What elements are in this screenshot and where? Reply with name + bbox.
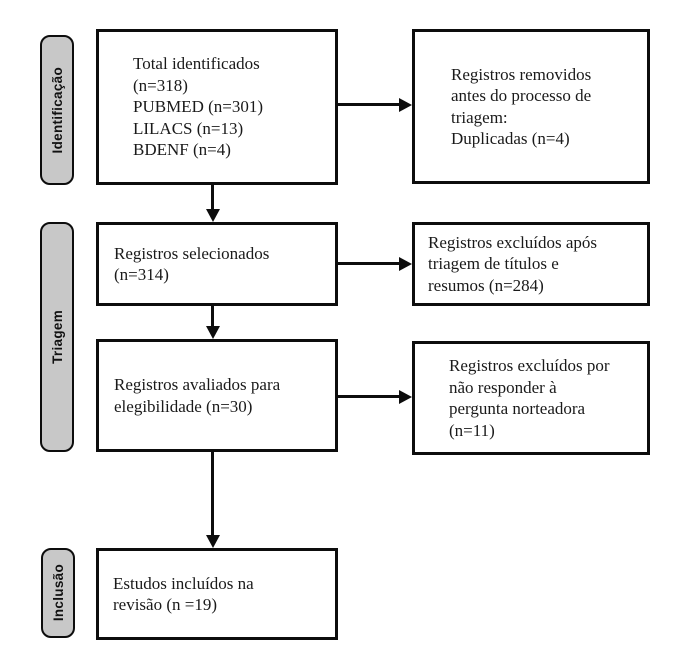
box-records-assessed-text: Registros avaliados para elegibilidade (… — [114, 375, 281, 416]
box-records-excluded-titles-text: Registros excluídos após triagem de títu… — [428, 232, 598, 295]
arrow-down-assessed-to-included — [205, 452, 220, 548]
box-records-removed-text: Registros removidos antes do processo de… — [451, 64, 592, 149]
box-records-excluded-titles: Registros excluídos após triagem de títu… — [412, 222, 650, 306]
box-records-removed: Registros removidos antes do processo de… — [412, 29, 650, 184]
arrowhead-down-icon — [205, 535, 220, 548]
arrow-right-identified-to-removed — [338, 97, 412, 112]
arrowhead-down-icon — [205, 209, 220, 222]
box-records-identified-text: Total identificados (n=318) PUBMED (n=30… — [133, 54, 264, 160]
stage-label-identification: Identificação — [40, 35, 74, 185]
arrowhead-right-icon — [399, 97, 412, 112]
box-studies-included: Estudos incluídos na revisão (n =19) — [96, 548, 338, 640]
arrow-right-assessed-to-excluded — [338, 389, 412, 404]
box-records-identified: Total identificados (n=318) PUBMED (n=30… — [96, 29, 338, 185]
stage-label-screening-text: Triagem — [49, 310, 65, 364]
stage-label-inclusion: Inclusão — [41, 548, 75, 638]
box-records-selected: Registros selecionados (n=314) — [96, 222, 338, 306]
box-records-assessed: Registros avaliados para elegibilidade (… — [96, 339, 338, 452]
arrowhead-right-icon — [399, 389, 412, 404]
arrowhead-down-icon — [205, 326, 220, 339]
arrow-down-identified-to-selected — [205, 185, 220, 222]
arrow-down-selected-to-assessed — [205, 306, 220, 339]
box-records-excluded-question: Registros excluídos por não responder à … — [412, 341, 650, 455]
arrow-right-selected-to-excluded — [338, 256, 412, 271]
stage-label-identification-text: Identificação — [49, 66, 65, 154]
box-records-selected-text: Registros selecionados (n=314) — [114, 243, 270, 285]
stage-label-screening: Triagem — [40, 222, 74, 452]
arrowhead-right-icon — [399, 256, 412, 271]
box-studies-included-text: Estudos incluídos na revisão (n =19) — [113, 573, 254, 615]
box-records-excluded-question-text: Registros excluídos por não responder à … — [449, 356, 610, 440]
stage-label-inclusion-text: Inclusão — [50, 564, 66, 622]
